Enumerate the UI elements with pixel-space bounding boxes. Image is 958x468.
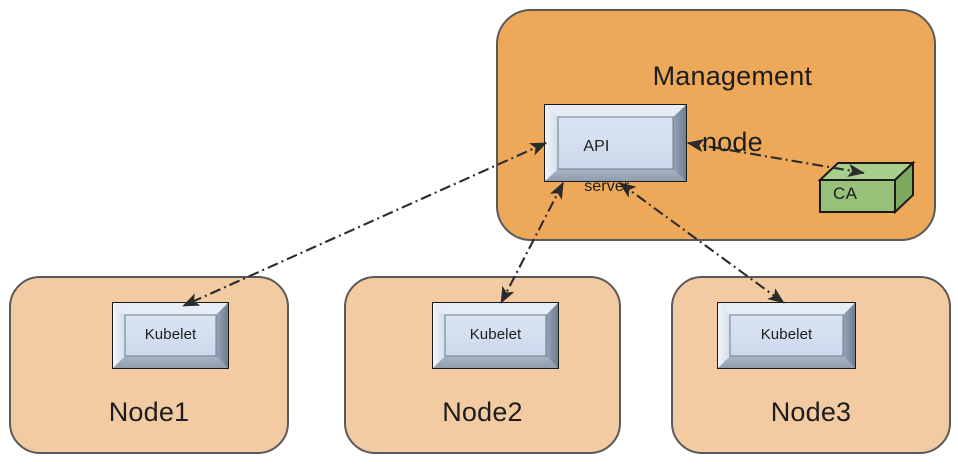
node3-kubelet-bevel-top <box>718 303 855 315</box>
api-server-bevel-bottom <box>545 169 686 181</box>
node1-kubelet-bevel-top <box>113 303 228 315</box>
node3-kubelet-bevel-left <box>718 303 730 368</box>
ca-front-face <box>819 179 896 213</box>
api-server-bevel-left <box>545 105 558 181</box>
node2-kubelet-box[interactable] <box>432 302 559 369</box>
node2-kubelet-bevel-bottom <box>433 356 558 368</box>
certificate-authority-box[interactable] <box>817 160 916 215</box>
connector-api-server-certificate-authority[interactable] <box>686 138 865 177</box>
node3-kubelet-bevel-right <box>843 303 855 368</box>
node3-kubelet-face <box>729 314 844 357</box>
node3-kubelet-box[interactable] <box>717 302 856 369</box>
node1-kubelet-bevel-left <box>113 303 125 368</box>
node2-kubelet-bevel-top <box>433 303 558 315</box>
node1-kubelet-face <box>124 314 217 357</box>
connector-api-server-node1-kubelet[interactable] <box>182 142 548 307</box>
api-server-bevel-top <box>545 105 686 117</box>
node2-kubelet-face <box>444 314 547 357</box>
api-server-face <box>557 116 674 170</box>
node2-kubelet-bevel-left <box>433 303 445 368</box>
api-server-bevel-right <box>673 105 686 181</box>
node1-kubelet-bevel-bottom <box>113 356 228 368</box>
node2-kubelet-bevel-right <box>546 303 558 368</box>
node3-kubelet-bevel-bottom <box>718 356 855 368</box>
api-server-box[interactable] <box>544 104 687 182</box>
connector-api-server-node3-kubelet[interactable] <box>618 182 785 304</box>
connector-api-server-node2-kubelet[interactable] <box>500 181 564 304</box>
node1-kubelet-box[interactable] <box>112 302 229 369</box>
node1-kubelet-bevel-right <box>216 303 228 368</box>
